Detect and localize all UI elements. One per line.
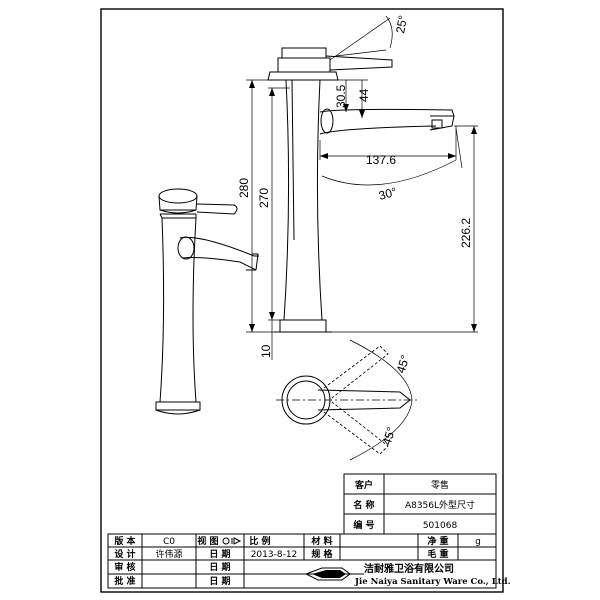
- name-value: A8356L外型尺寸: [405, 499, 475, 511]
- net-weight-unit: g: [475, 537, 481, 547]
- view-label: 视 图: [197, 535, 218, 547]
- approve-label: 批 准: [114, 575, 135, 587]
- design-label: 设 计: [114, 548, 135, 560]
- dim-angle-30: 30°: [377, 185, 398, 203]
- faucet-top-view: [276, 339, 418, 461]
- arrowheads: [249, 80, 477, 332]
- company-name-cn: 洁耐雅卫浴有限公司: [364, 562, 454, 575]
- date-label-approve: 日 期: [209, 575, 230, 587]
- number-label: 编 号: [353, 519, 374, 531]
- net-weight-label: 净 重: [427, 535, 448, 547]
- company-logo: [304, 567, 351, 581]
- material-label: 材 料: [310, 535, 332, 547]
- dim-44: 44: [357, 88, 371, 102]
- date-label-review: 日 期: [209, 561, 230, 573]
- spec-label: 规 格: [311, 548, 333, 560]
- dim-270: 270: [257, 188, 271, 208]
- dim-top-45-lower: 45°: [380, 425, 399, 447]
- scale-label: 比 例: [249, 535, 270, 547]
- faucet-small-view: [155, 188, 259, 415]
- dimension-lines: [246, 15, 478, 360]
- dim-10: 10: [259, 344, 273, 358]
- dim-angle-25: 25°: [393, 14, 410, 34]
- dim-30-5: 30.5: [334, 84, 348, 108]
- name-label: 名 称: [353, 499, 374, 511]
- number-value: 501068: [423, 521, 458, 531]
- date-value: 2013-8-12: [251, 550, 298, 560]
- version-value: C0: [163, 537, 175, 547]
- dim-137-6: 137.6: [366, 153, 396, 167]
- customer-label: 客户: [354, 479, 373, 491]
- gross-weight-label: 毛 重: [427, 548, 448, 560]
- company-name-en: Jie Naiya Sanitary Ware Co., Ltd.: [354, 577, 511, 587]
- customer-value: 零售: [431, 479, 449, 491]
- outer-border: [100, 8, 504, 593]
- dim-226-2: 226.2: [459, 218, 473, 248]
- designer-name: 许伟源: [155, 548, 182, 560]
- version-label: 版 本: [113, 535, 136, 547]
- date-label-design: 日 期: [209, 548, 230, 560]
- dim-280: 280: [237, 178, 251, 198]
- dim-top-45-upper: 45°: [394, 353, 413, 375]
- review-label: 审 核: [114, 561, 135, 573]
